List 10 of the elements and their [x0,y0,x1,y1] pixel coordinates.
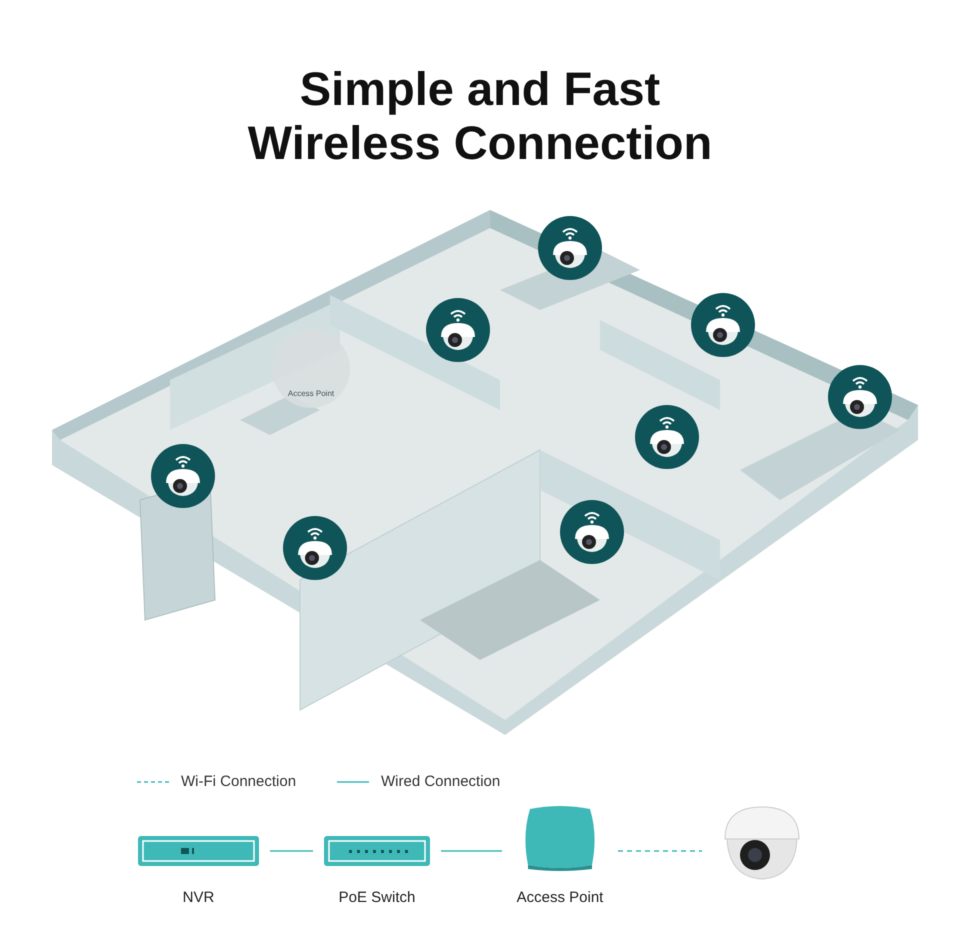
connection-line [441,850,502,852]
device-label: PoE Switch [338,888,416,908]
legend-label: Wired Connection [381,772,500,792]
connection-line [618,850,702,852]
legend-label: Wi-Fi Connection [181,772,296,792]
connection-line [270,850,313,852]
device-label: NVR [182,888,216,908]
title: Simple and Fast Wireless Connection [246,62,714,170]
device-label: Access Point [516,888,604,908]
access-point-label: Access Point [288,388,334,400]
